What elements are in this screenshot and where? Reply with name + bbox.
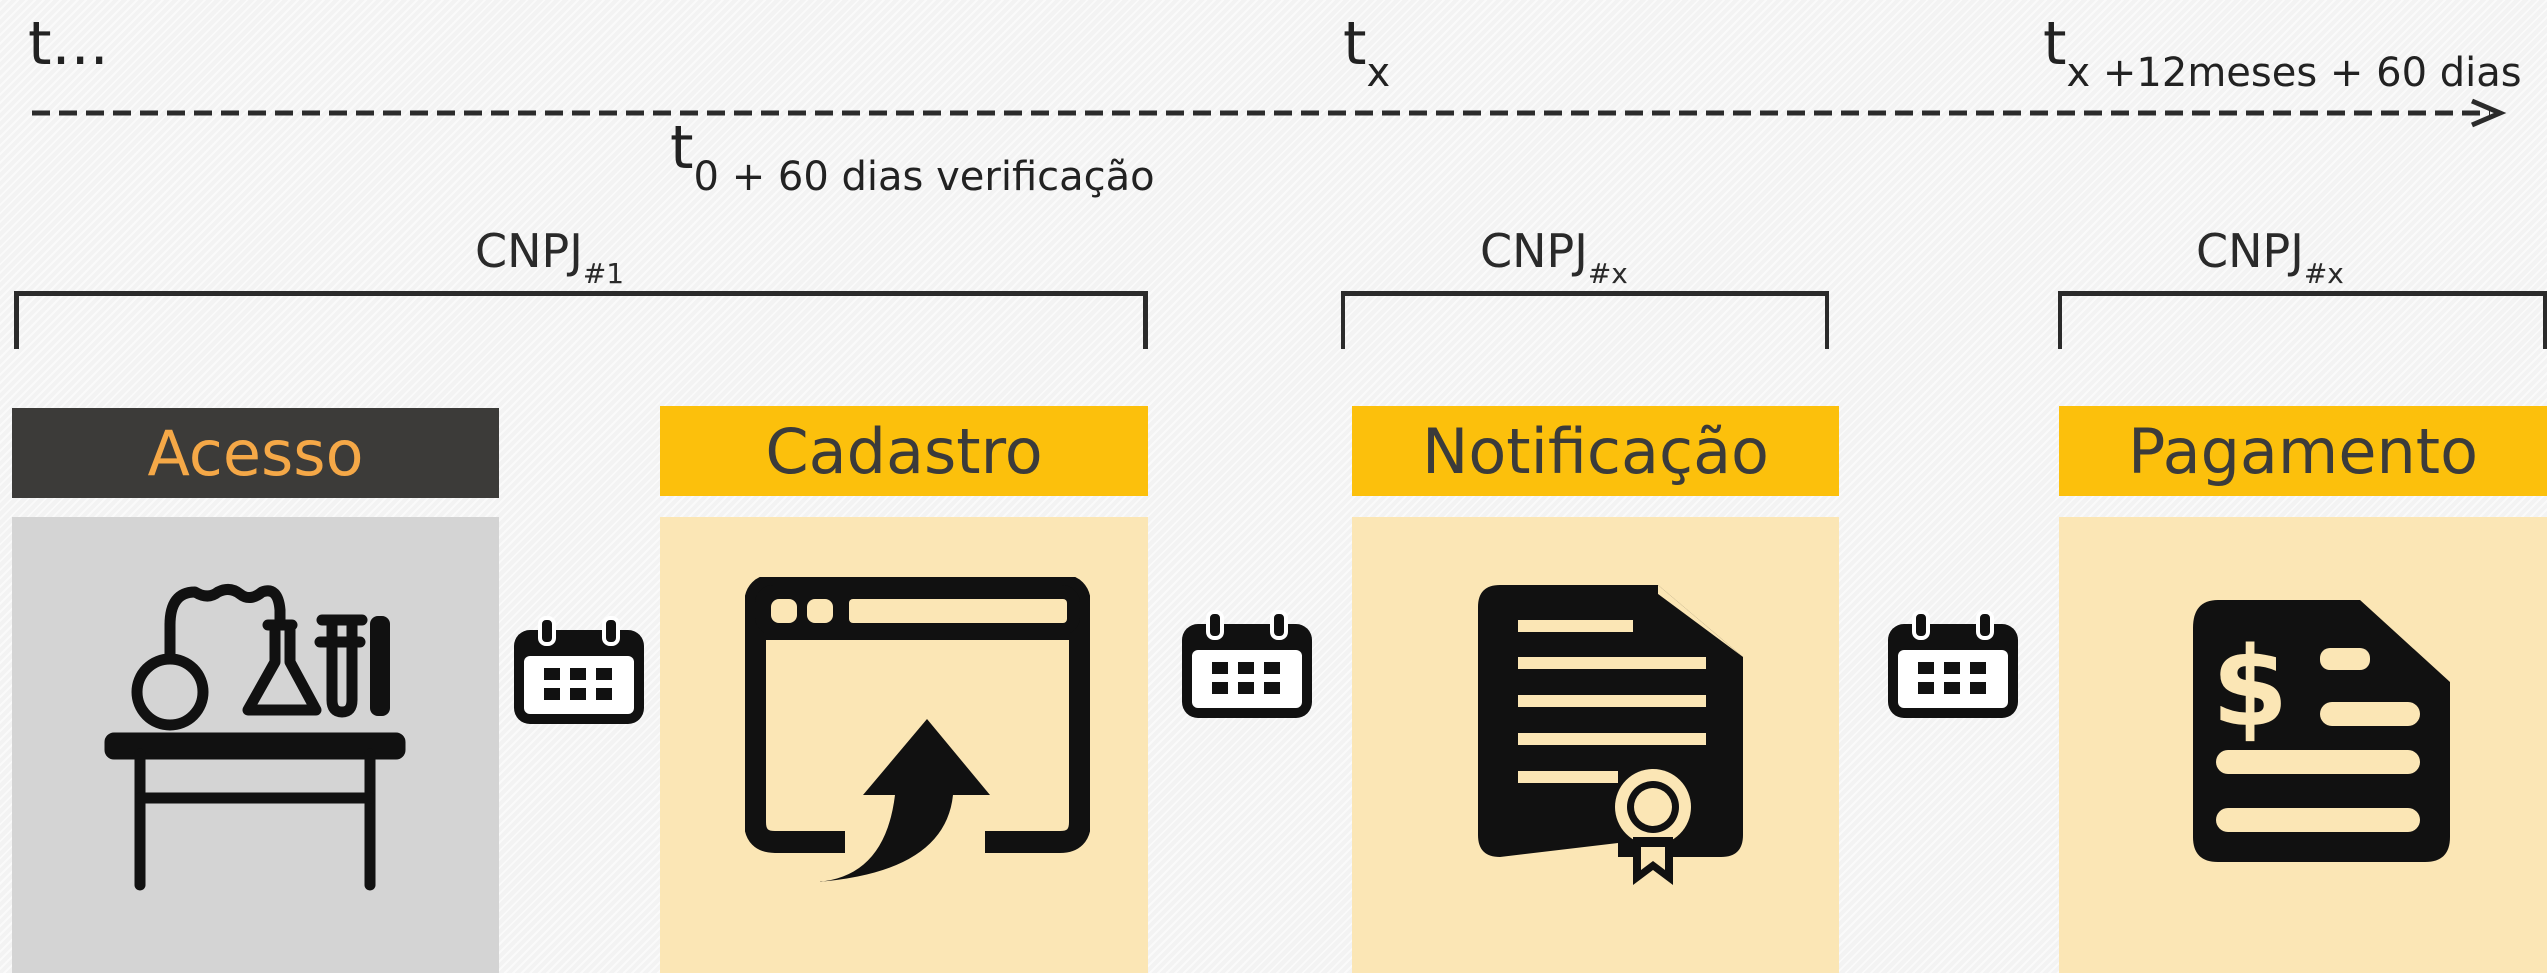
browser-upload-icon <box>745 577 1090 882</box>
time-label-end: tx +12meses + 60 dias <box>2043 9 2522 96</box>
stage-header-pagamento: Pagamento <box>2059 406 2547 496</box>
calendar-icon-1 <box>514 616 644 724</box>
time-label-x: tx <box>1343 9 1391 96</box>
cnpj-bracket-1 <box>14 291 1148 349</box>
svg-text:$: $ <box>2212 623 2289 751</box>
cnpj-label-2: CNPJ#x <box>1480 224 1628 290</box>
time-label-verification: t0 + 60 dias verificação <box>670 113 1155 200</box>
laboratory-icon <box>104 583 406 891</box>
timeline-arrow <box>32 98 2507 128</box>
stage-header-cadastro: Cadastro <box>660 406 1148 496</box>
calendar-icon-2 <box>1182 610 1312 718</box>
time-label-start: t... <box>28 9 109 79</box>
invoice-dollar-icon: $ <box>2193 600 2450 862</box>
cnpj-bracket-2 <box>1341 291 1829 349</box>
calendar-icon-3 <box>1888 610 2018 718</box>
certificate-document-icon <box>1478 585 1743 885</box>
stage-header-notificacao: Notificação <box>1352 406 1839 496</box>
cnpj-label-1: CNPJ#1 <box>475 224 625 290</box>
cnpj-label-3: CNPJ#x <box>2196 224 2344 290</box>
stage-header-acesso: Acesso <box>12 408 499 498</box>
cnpj-bracket-3 <box>2058 291 2547 349</box>
